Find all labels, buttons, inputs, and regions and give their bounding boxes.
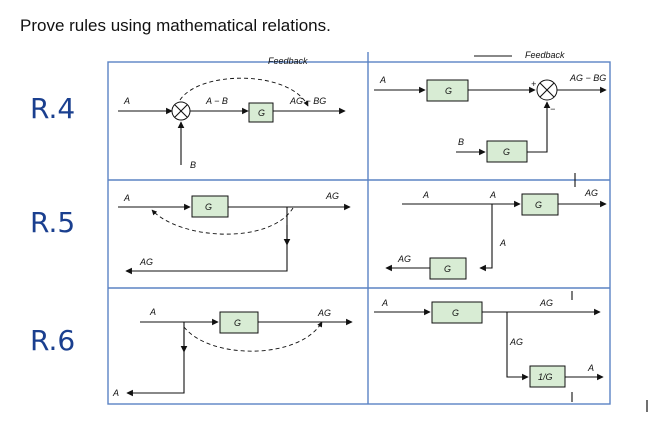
r5-left-diagram: A G AG AG — [118, 191, 351, 275]
r6-left-pickoff-out: A — [112, 388, 119, 398]
r5-right-pickoff-line — [479, 204, 493, 272]
r4-left-sum-out-label: A − B — [205, 96, 228, 106]
r4-left-block-g — [248, 102, 274, 123]
r4-right-block-bottom-label: G — [503, 147, 510, 157]
r4-left-block-g-label: G — [258, 108, 265, 118]
r6-right-pickoff-out: A — [587, 363, 594, 373]
r4-left-in-b: B — [190, 160, 196, 170]
r4-left-out-label: AG − BG — [289, 96, 326, 106]
caption-top-right: Feedback — [525, 50, 565, 60]
r5-left-out-label: AG — [325, 191, 339, 201]
r4-right-sum-cross-b — [539, 82, 555, 98]
r6-right-pickoff-line — [506, 312, 529, 381]
r5-right-pickoff-block-label: G — [444, 264, 451, 274]
r5-right-pickoff-out: AG — [397, 254, 411, 264]
page-title: Prove rules using mathematical relations… — [20, 16, 331, 35]
r4-right-minus: − — [550, 104, 555, 114]
r5-right-pickoff-a: A — [499, 238, 506, 248]
r4-right-feedback-line — [527, 101, 551, 153]
r5-right-out-label: AG — [584, 188, 598, 198]
r6-right-block-inv-label: 1/G — [538, 372, 553, 382]
r6-right-out-label: AG — [539, 298, 553, 308]
r5-left-pickoff-out: AG — [139, 257, 153, 267]
r4-right-in-b: B — [458, 137, 464, 147]
caption-top: Feedback — [268, 56, 308, 66]
r5-left-dashed-arrow — [151, 207, 294, 235]
r6-left-dashed-arrow — [183, 321, 323, 352]
r4-right-out-label: AG − BG — [569, 73, 606, 83]
r6-left-out-label: AG — [317, 308, 331, 318]
r6-right-pickoff-label: AG — [509, 337, 523, 347]
r5-right-diagram: A A G AG A G AG — [385, 173, 607, 280]
r5-right-in-a: A — [489, 190, 496, 200]
r6-right-block-g-label: G — [452, 308, 459, 318]
r5-left-in-a: A — [123, 193, 130, 203]
rule-label-r6: R.6 — [30, 324, 75, 357]
table-frame — [107, 61, 611, 405]
r6-right-in-a: A — [381, 298, 388, 308]
r6-left-diagram: A G AG A — [112, 307, 353, 398]
r4-right-diagram: A G + AG − BG B G − — [374, 73, 607, 163]
r4-left-in-a: A — [123, 96, 130, 106]
r4-left-dashed-arrow — [179, 77, 309, 107]
rule-label-r4: R.4 — [30, 92, 75, 125]
r6-right-diagram: A G AG AG 1/G A — [374, 291, 604, 402]
r4-right-in-a: A — [379, 75, 386, 85]
r5-left-block-g-label: G — [205, 202, 212, 212]
r6-left-block-g-label: G — [234, 318, 241, 328]
r4-right-plus: + — [531, 79, 536, 89]
r5-right-in-a-left: A — [422, 190, 429, 200]
r5-right-block-g-label: G — [535, 200, 542, 210]
r4-left-sum-cross-b — [174, 104, 188, 118]
r4-right-block-top-label: G — [445, 86, 452, 96]
rule-label-r5: R.5 — [30, 206, 75, 239]
r4-left-diagram: A A − B G AG − BG B — [118, 77, 346, 170]
r6-left-in-a: A — [149, 307, 156, 317]
